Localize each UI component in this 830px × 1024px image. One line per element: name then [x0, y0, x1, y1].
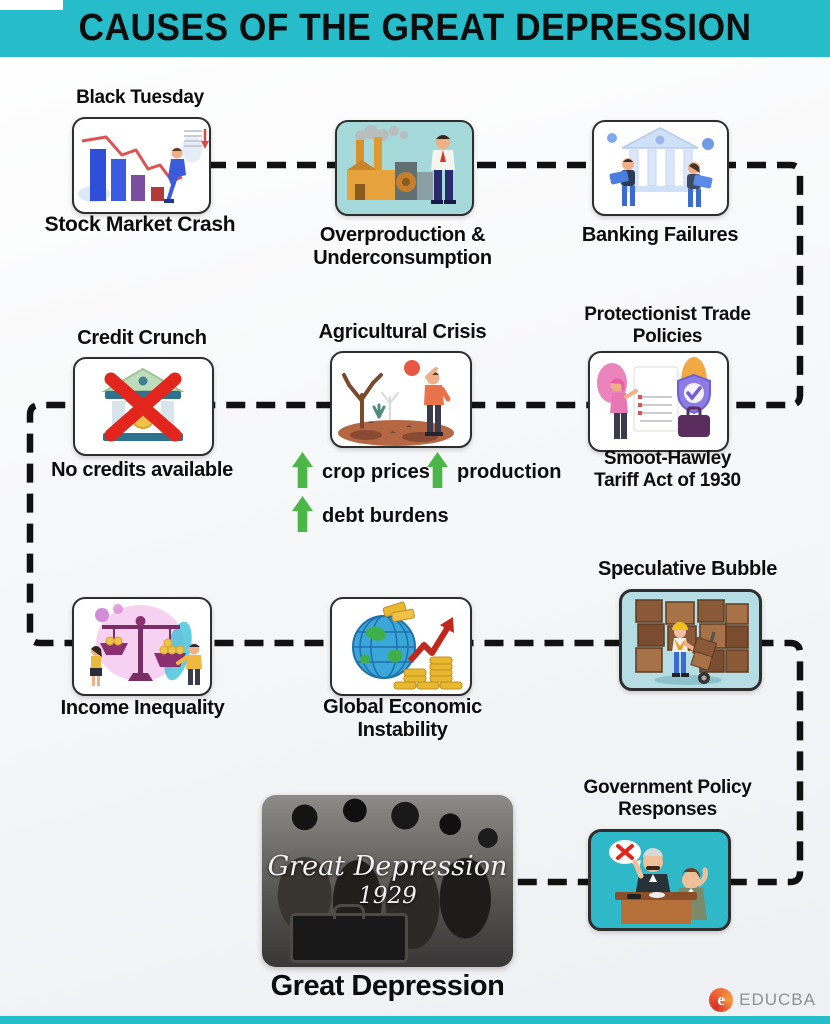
factory-icon [347, 125, 456, 204]
educba-logo[interactable]: e EDUCBA [709, 988, 816, 1012]
label-income-inequality: Income Inequality [60, 697, 225, 719]
shield-document-icon [597, 357, 711, 439]
label-agricultural-crisis: Agricultural Crisis [318, 321, 487, 343]
label-debt-burdens: debt burdens [322, 505, 449, 527]
protectionist-trade-illustration [588, 351, 729, 452]
stacked-boxes-icon [635, 599, 749, 685]
label-protectionist-policies: Protectionist Trade Policies [584, 304, 751, 347]
balance-scale-icon [90, 604, 202, 686]
agricultural-crisis-illustration [330, 351, 472, 448]
suitcase-silhouette [290, 904, 408, 963]
label-no-credits: No credits available [51, 459, 233, 481]
great-depression-photo: Great Depression 1929 [262, 795, 513, 967]
label-stock-market-crash: Stock Market Crash [44, 213, 236, 236]
falling-chart-icon [78, 129, 209, 203]
label-government-policy: Government Policy Responses [583, 777, 752, 820]
title-bar: CAUSES OF THE GREAT DEPRESSION [0, 0, 830, 57]
label-overproduction: Overproduction & Underconsumption [313, 224, 492, 269]
globe-coins-icon [352, 601, 463, 690]
speculative-bubble-illustration [619, 589, 762, 691]
page-title: CAUSES OF THE GREAT DEPRESSION [78, 7, 752, 49]
label-speculative-bubble: Speculative Bubble [597, 558, 778, 580]
officials-desk-icon [609, 840, 708, 924]
credit-crunch-illustration [73, 357, 214, 456]
overproduction-illustration [335, 120, 474, 216]
stock-market-crash-illustration [72, 117, 211, 214]
bottom-bar [0, 1016, 830, 1024]
income-inequality-illustration [72, 597, 212, 696]
educba-wordmark: EDUCBA [739, 990, 816, 1009]
label-great-depression: Great Depression [270, 970, 505, 1002]
bank-crossed-icon [101, 367, 185, 442]
label-smoot-hawley: Smoot-Hawley Tariff Act of 1930 [594, 448, 741, 491]
label-black-tuesday: Black Tuesday [76, 87, 204, 108]
drought-field-icon [338, 360, 454, 446]
bank-building-icon [607, 127, 714, 207]
government-policy-illustration [588, 829, 731, 931]
label-global-instability: Global Economic Instability [323, 696, 482, 741]
label-credit-crunch: Credit Crunch [77, 327, 207, 349]
label-production: production [457, 461, 562, 483]
global-instability-illustration [330, 597, 472, 696]
corner-notch [0, 0, 63, 10]
photo-overlay-text: Great Depression 1929 [267, 851, 508, 910]
label-banking-failures: Banking Failures [581, 224, 739, 246]
banking-failures-illustration [592, 120, 729, 216]
educba-e-icon: e [709, 988, 734, 1012]
label-crop-prices: crop prices [322, 461, 430, 483]
